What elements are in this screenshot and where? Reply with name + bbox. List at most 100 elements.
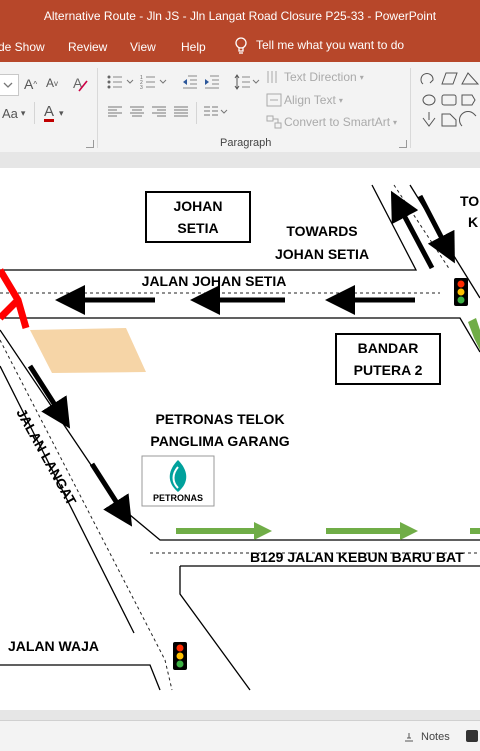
align-center-button[interactable] bbox=[130, 106, 144, 118]
bullets-button[interactable] bbox=[107, 74, 135, 90]
columns-button[interactable] bbox=[204, 106, 228, 118]
svg-text:A: A bbox=[73, 75, 83, 91]
align-text-button[interactable]: Align Text▾ bbox=[266, 93, 343, 107]
tell-me-text: Tell me what you want to do bbox=[256, 38, 405, 53]
route-map: JOHAN SETIA TOWARDS JOHAN SETIA TO K JAL… bbox=[0, 184, 480, 691]
shapes-gallery[interactable] bbox=[420, 70, 480, 130]
slide[interactable]: JOHAN SETIA TOWARDS JOHAN SETIA TO K JAL… bbox=[0, 168, 480, 710]
notes-button[interactable]: Notes bbox=[402, 731, 450, 743]
curved-arrow-shape-icon bbox=[420, 73, 434, 85]
decrease-indent-button[interactable] bbox=[182, 74, 198, 90]
rounded-rect-shape-icon bbox=[441, 94, 457, 106]
text-direction-button[interactable]: Text Direction▾ bbox=[266, 70, 364, 84]
align-right-icon bbox=[152, 106, 166, 117]
triangle-shape-icon bbox=[461, 72, 480, 85]
traffic-light-icon bbox=[173, 642, 187, 670]
numbered-list-icon: 123 bbox=[140, 75, 167, 90]
jalan-waja-label: JALAN WAJA bbox=[8, 638, 99, 654]
divider bbox=[97, 68, 98, 148]
b129-road-label: B129 JALAN KEBUN BARU BAT bbox=[250, 549, 464, 565]
increase-indent-button[interactable] bbox=[204, 74, 220, 90]
road-edge bbox=[179, 566, 251, 691]
bandar-putera-label-1: BANDAR bbox=[358, 340, 419, 356]
towards-label-1: TOWARDS bbox=[286, 223, 357, 239]
divider bbox=[410, 68, 411, 148]
status-bar: Notes bbox=[0, 720, 480, 751]
paragraph-group-label: Paragraph bbox=[220, 137, 272, 149]
tab-view[interactable]: View bbox=[130, 40, 156, 54]
font-dialog-launcher[interactable] bbox=[86, 140, 94, 148]
window-title: Alternative Route - Jln JS - Jln Langat … bbox=[43, 9, 437, 23]
petronas-station-label-1: PETRONAS TELOK bbox=[155, 411, 284, 427]
convert-smartart-button[interactable]: Convert to SmartArt▾ bbox=[266, 115, 397, 129]
detour-arrow bbox=[470, 528, 480, 534]
justify-icon bbox=[174, 106, 188, 117]
line-spacing-button[interactable] bbox=[234, 74, 260, 90]
text-direction-label: Text Direction bbox=[284, 70, 357, 84]
detour-arrow bbox=[468, 318, 480, 350]
comments-icon[interactable] bbox=[466, 730, 478, 742]
tab-review[interactable]: Review bbox=[68, 40, 108, 54]
tell-me-search[interactable]: Tell me what you want to do bbox=[234, 37, 404, 55]
road-closure-mark bbox=[0, 268, 30, 329]
change-case-button[interactable]: Aa▾ bbox=[2, 106, 26, 121]
font-size-dropdown[interactable] bbox=[0, 74, 19, 96]
parallelogram-shape-icon bbox=[441, 72, 458, 85]
indent-icon bbox=[205, 75, 219, 89]
construction-zone bbox=[30, 328, 146, 373]
line-spacing-icon bbox=[234, 74, 260, 90]
detour-arrows bbox=[176, 318, 480, 540]
increase-font-button[interactable]: A^ bbox=[24, 76, 38, 92]
jalan-johan-setia-label: JALAN JOHAN SETIA bbox=[142, 273, 287, 289]
align-right-button[interactable] bbox=[152, 106, 166, 118]
flow-arrow bbox=[27, 364, 71, 429]
convert-smartart-label: Convert to SmartArt bbox=[284, 115, 391, 129]
flow-arrow bbox=[89, 462, 133, 527]
bandar-putera-label-2: PUTERA 2 bbox=[354, 362, 423, 378]
align-left-button[interactable] bbox=[108, 106, 122, 118]
tab-slide-show[interactable]: de Show bbox=[0, 40, 45, 54]
eraser-icon: A bbox=[73, 75, 88, 92]
down-arrow-shape-icon bbox=[422, 112, 436, 127]
towards-label-2: JOHAN SETIA bbox=[275, 246, 369, 262]
petronas-drop-icon bbox=[169, 460, 187, 492]
outdent-icon bbox=[183, 75, 197, 89]
folded-shape-icon bbox=[441, 113, 457, 127]
road-edge bbox=[0, 184, 418, 271]
flow-arrow bbox=[390, 190, 435, 270]
paragraph-dialog-launcher[interactable] bbox=[399, 140, 407, 148]
clear-formatting-button[interactable]: A bbox=[72, 74, 88, 92]
towards-partial-label-1: TO bbox=[460, 193, 479, 209]
road-center-line bbox=[0, 339, 173, 691]
road-edge bbox=[0, 317, 480, 353]
svg-text:1: 1 bbox=[140, 75, 143, 81]
smartart-icon bbox=[266, 115, 282, 129]
align-left-icon bbox=[108, 106, 122, 117]
road-edge bbox=[0, 664, 161, 691]
pentagon-shape-icon bbox=[461, 94, 476, 106]
johan-setia-box bbox=[145, 191, 251, 243]
traffic-light-icon bbox=[454, 278, 468, 306]
align-text-label: Align Text bbox=[284, 93, 336, 107]
lightbulb-icon bbox=[235, 37, 247, 54]
text-direction-icon bbox=[267, 71, 277, 83]
detour-arrow bbox=[326, 522, 418, 540]
bullet-list-icon bbox=[107, 75, 134, 89]
oval-shape-icon bbox=[422, 94, 436, 106]
johan-setia-label-2: SETIA bbox=[177, 220, 218, 236]
align-center-icon bbox=[130, 106, 144, 117]
font-color-button[interactable]: A▾ bbox=[44, 103, 64, 122]
justify-button[interactable] bbox=[174, 106, 188, 118]
notes-label: Notes bbox=[421, 731, 450, 743]
detour-arrow bbox=[176, 522, 272, 540]
svg-text:2: 2 bbox=[140, 80, 143, 86]
notes-icon bbox=[405, 733, 413, 742]
petronas-logo-text: PETRONAS bbox=[153, 493, 203, 503]
chevron-down-icon bbox=[3, 82, 13, 88]
road-edge bbox=[0, 365, 135, 634]
tab-help[interactable]: Help bbox=[181, 40, 206, 54]
ribbon-tab-bar: de Show Review View Help Tell me what yo… bbox=[0, 32, 480, 62]
